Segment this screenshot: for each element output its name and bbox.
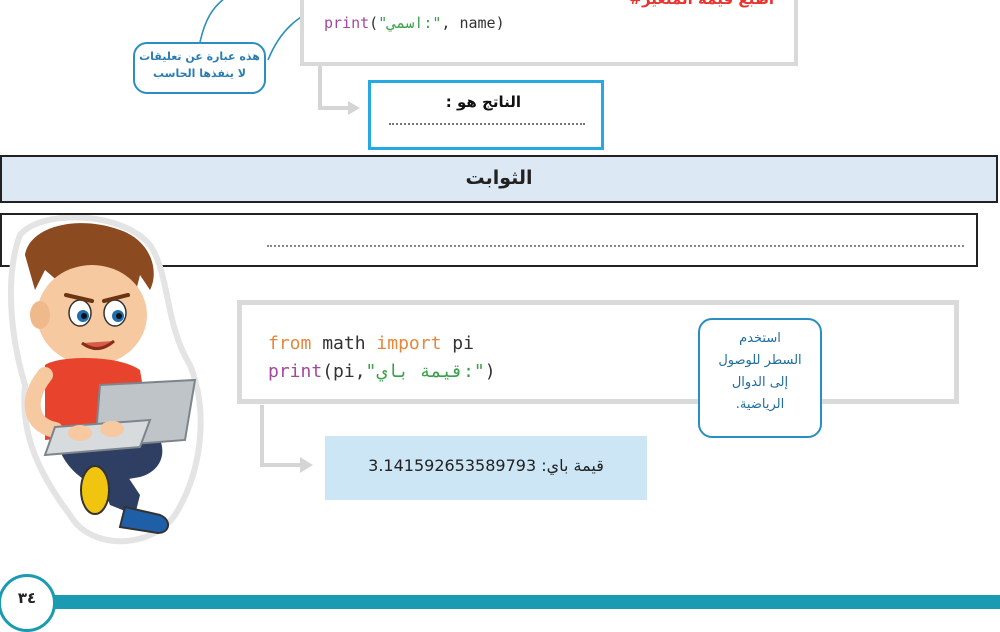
section-header: الثوابت — [0, 155, 998, 203]
result-text: قيمة باي: 3.141592653589793 — [368, 456, 604, 475]
import-callout-bubble: استخدم السطر للوصول إلى الدوال الرياضية. — [698, 318, 822, 438]
import-keyword: import — [376, 333, 442, 354]
answer-dotted-line[interactable] — [267, 245, 964, 247]
output-label: الناتج هو : — [445, 93, 521, 111]
page-number: ٣٤ — [17, 589, 37, 607]
callout-line: هذه عبارة عن تعليقات — [139, 50, 260, 63]
section-title: الثوابت — [465, 167, 533, 189]
callout-line: استخدم — [739, 331, 781, 346]
code-print-line: print("اسمي:", name) — [324, 14, 505, 32]
callout-line: إلى الدوال — [731, 375, 789, 390]
print-string: "اسمي:" — [378, 14, 442, 32]
result-box: قيمة باي: 3.141592653589793 — [325, 436, 647, 500]
footer-bar — [40, 595, 1000, 609]
from-keyword: from — [268, 333, 312, 354]
top-code-panel: أطبع قيمة المتغير# print("اسمي:", name) — [300, 0, 798, 66]
output-box: الناتج هو : — [368, 80, 604, 150]
print-string: "قيمة باي:" — [365, 361, 485, 382]
import-name: pi — [441, 333, 474, 354]
module-name: math — [311, 333, 377, 354]
constants-code-panel: from math import pi print(pi,"قيمة باي:"… — [237, 300, 959, 404]
page-number-badge: ٣٤ — [0, 574, 56, 632]
code-import-line: from math import pi — [268, 333, 474, 354]
answer-dotted-line[interactable] — [389, 123, 585, 125]
definition-answer-box — [0, 213, 978, 267]
code-comment: أطبع قيمة المتغير# — [629, 0, 774, 8]
callout-line: الرياضية. — [735, 397, 785, 412]
print-keyword: print — [324, 14, 370, 32]
comment-callout-bubble: هذه عبارة عن تعليقات لا ينفذها الحاسب — [133, 42, 266, 94]
callout-line: لا ينفذها الحاسب — [153, 67, 246, 80]
print-rest: , name) — [441, 14, 505, 32]
boy-with-laptop-illustration — [7, 215, 204, 545]
print-args: (pi, — [322, 361, 366, 382]
callout-line: السطر للوصول — [718, 353, 802, 368]
print-keyword: print — [268, 361, 323, 382]
print-close: ) — [484, 361, 496, 382]
code-print-line: print(pi,"قيمة باي:") — [268, 361, 496, 382]
paren-open: ( — [369, 14, 379, 32]
